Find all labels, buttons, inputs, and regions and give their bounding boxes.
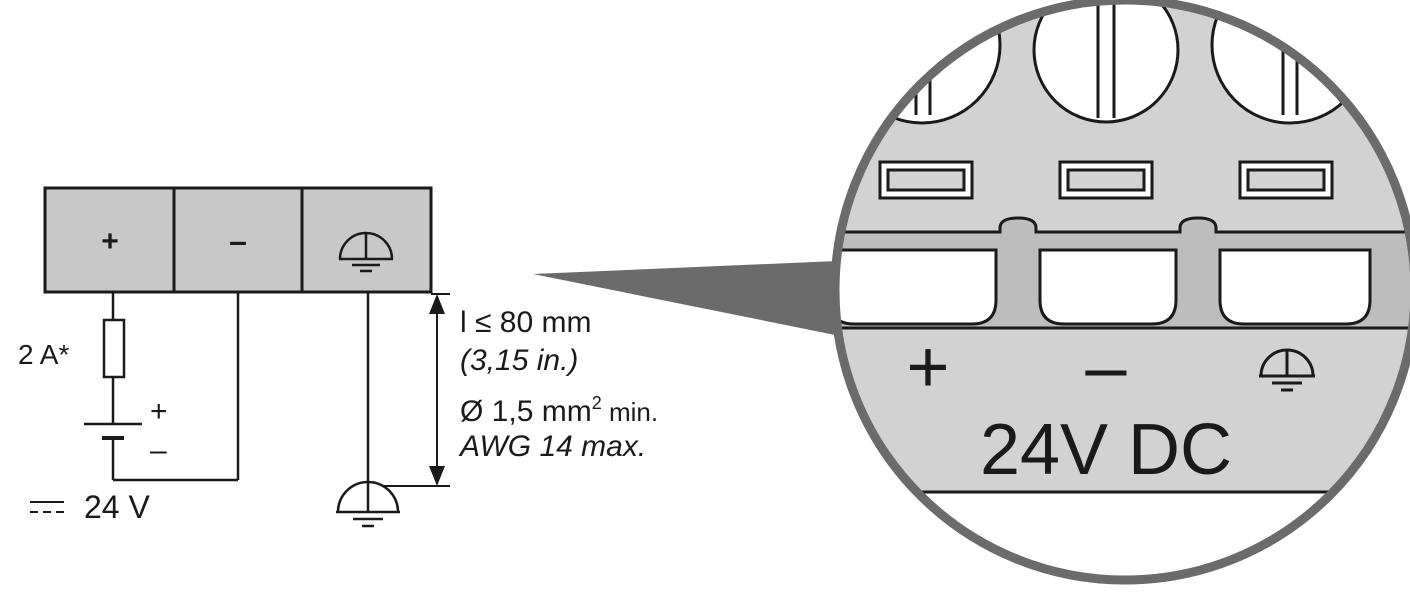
length-spec-inches: (3,15 in.) [460, 344, 578, 377]
magnifier-ring [830, 0, 1410, 585]
connector-voltage-label: 24V DC [980, 410, 1232, 490]
length-spec: l ≤ 80 mm [460, 306, 591, 339]
awg-spec: AWG 14 max. [458, 430, 646, 463]
dc-symbol-icon [30, 501, 64, 513]
connector-minus-label: – [1085, 325, 1127, 408]
wiring [111, 292, 370, 486]
screw-heads [842, 0, 1370, 125]
battery-icon [84, 422, 142, 440]
supply-plus-label: + [150, 395, 168, 428]
earth-ground-icon [336, 480, 400, 528]
wire-section-spec: Ø 1,5 mm2 min. [460, 393, 658, 428]
connector-ground-icon [1259, 348, 1315, 392]
fuse-label: 2 A* [18, 339, 69, 370]
release-slots [878, 160, 1334, 200]
wire-entries [835, 248, 1372, 326]
length-dimension-arrow [382, 293, 450, 487]
terminal-minus-label: – [229, 223, 247, 259]
fuse-icon [102, 318, 126, 379]
supply-minus-label: – [150, 434, 167, 467]
supply-voltage-label: 24 V [84, 489, 150, 525]
terminal-ground-icon [338, 231, 394, 273]
magnifier-pointer [533, 260, 860, 340]
terminal-plus-label: + [101, 225, 119, 258]
connector-plus-label: + [906, 325, 949, 408]
